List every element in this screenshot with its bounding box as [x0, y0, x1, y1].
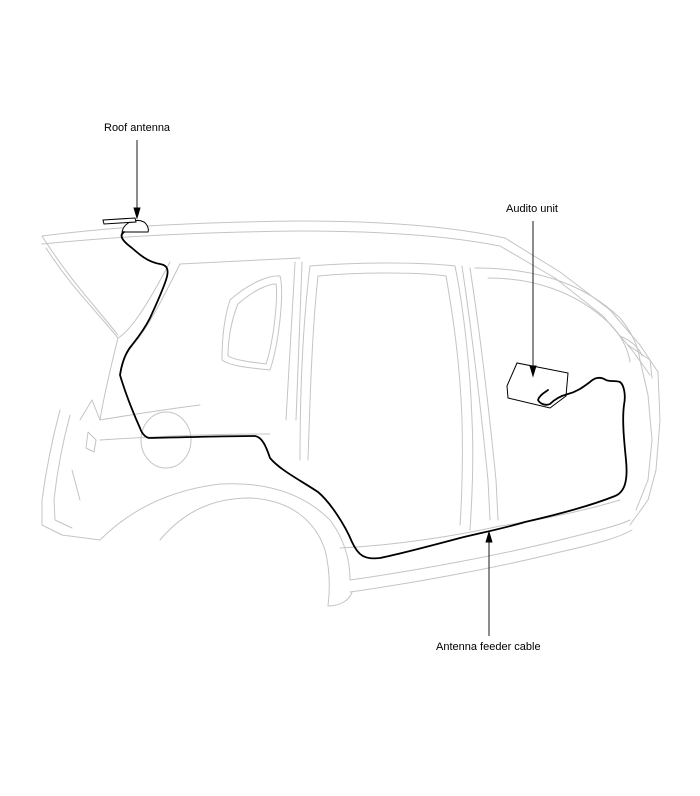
feeder-cable-arrowhead: [485, 530, 493, 543]
audio-unit-arrowhead: [529, 365, 537, 378]
feeder-cable-label: Antenna feeder cable: [436, 641, 541, 653]
antenna-feeder-cable: [119, 231, 628, 560]
audio-unit-label: Audito unit: [506, 203, 558, 215]
vehicle-body-outline: [41, 220, 661, 607]
roof-antenna-shape: [102, 217, 149, 233]
roof-antenna-label: Roof antenna: [104, 122, 171, 134]
roof-antenna-arrowhead: [133, 207, 141, 220]
audio-unit-shape: [506, 362, 569, 409]
leader-lines: [133, 140, 537, 636]
